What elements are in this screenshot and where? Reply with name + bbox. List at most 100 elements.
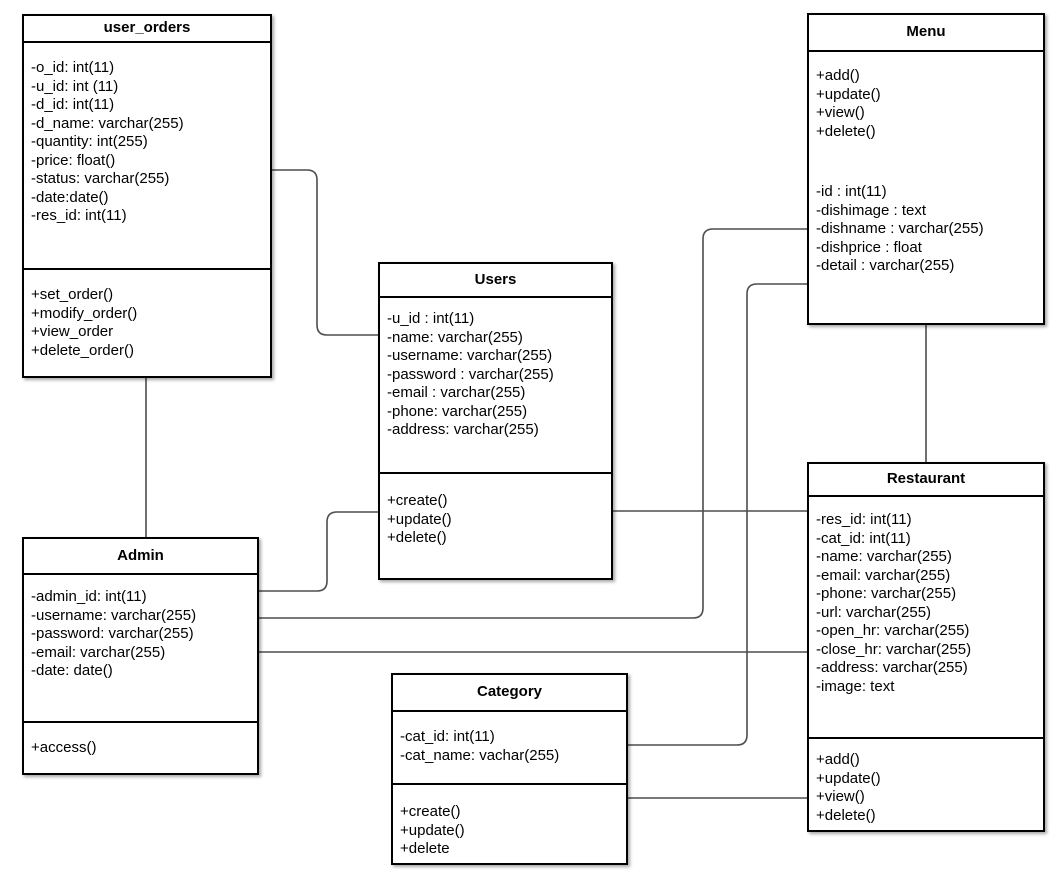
class-box-user-orders: user_orders -o_id: int(11)-u_id: int (11…: [22, 14, 272, 378]
attribute-row: -email: varchar(255): [31, 643, 166, 661]
method-row: +view_order: [31, 323, 114, 340]
method-row: +view(): [816, 788, 865, 805]
member-group: -res_id: int(11)-cat_id: int(11)-name: v…: [816, 511, 1039, 696]
attribute-row: -username: varchar(255): [387, 347, 553, 364]
attribute-row: -url: varchar(255): [816, 603, 932, 621]
class-title-menu: Menu: [809, 15, 1043, 52]
method-row: +add(): [816, 67, 860, 84]
attribute-row: -email: varchar(255): [816, 566, 951, 584]
class-body-users: -u_id : int(11)-name: varchar(255)-usern…: [380, 298, 611, 578]
method-row: +delete(): [816, 806, 876, 824]
methods-section: +create()+update()+delete: [393, 783, 626, 863]
attribute-row: -admin_id: int(11): [31, 588, 147, 605]
connector-user-orders-users: [272, 169, 378, 336]
attribute-row: -quantity: int(255): [31, 133, 148, 150]
attribute-row: -name: varchar(255): [816, 548, 952, 565]
member-group: +access(): [31, 739, 253, 758]
class-body-admin: -admin_id: int(11)-username: varchar(255…: [24, 575, 257, 773]
class-box-category: Category -cat_id: int(11)-cat_name: vach…: [391, 673, 628, 865]
attributes-section: -res_id: int(11)-cat_id: int(11)-name: v…: [809, 497, 1043, 737]
attribute-row: -cat_id: int(11): [400, 728, 495, 745]
method-row: +update(): [816, 85, 881, 103]
attribute-row: -detail : varchar(255): [816, 257, 955, 274]
methods-section: +access(): [24, 721, 257, 773]
member-group: +create()+update()+delete: [400, 803, 622, 859]
class-body-user-orders: -o_id: int(11)-u_id: int (11)-d_id: int(…: [24, 43, 270, 376]
class-body-category: -cat_id: int(11)-cat_name: vachar(255) +c…: [393, 712, 626, 863]
member-group: -cat_id: int(11)-cat_name: vachar(255): [400, 728, 622, 765]
connector-admin-users: [259, 511, 378, 592]
method-row: +set_order(): [31, 286, 114, 303]
class-box-menu: Menu +add()+update()+view()+delete() -id …: [807, 13, 1045, 325]
method-row: +access(): [31, 739, 97, 756]
attribute-row: -name: varchar(255): [387, 328, 523, 346]
members-section: +add()+update()+view()+delete() -id : int…: [809, 52, 1043, 276]
attribute-row: -image: text: [816, 677, 895, 695]
attribute-row: -username: varchar(255): [31, 606, 197, 624]
method-row: +delete: [400, 840, 450, 857]
attributes-section: -cat_id: int(11)-cat_name: vachar(255): [393, 712, 626, 783]
method-row: +update(): [387, 510, 452, 528]
class-box-restaurant: Restaurant -res_id: int(11)-cat_id: int(…: [807, 462, 1045, 832]
member-group: +add()+update()+view()+delete(): [816, 751, 1039, 825]
member-group: -u_id : int(11)-name: varchar(255)-usern…: [387, 310, 607, 440]
method-row: +create(): [400, 803, 461, 820]
attribute-row: -res_id: int(11): [816, 511, 912, 528]
method-row: +delete(): [387, 529, 447, 546]
method-row: +view(): [816, 104, 865, 121]
attribute-row: -phone: varchar(255): [387, 402, 528, 420]
method-row: +delete(): [816, 122, 876, 140]
attribute-row: -password : varchar(255): [387, 365, 554, 383]
member-group: +add()+update()+view()+delete(): [816, 67, 1039, 141]
attribute-row: -password: varchar(255): [31, 625, 194, 642]
class-box-admin: Admin -admin_id: int(11)-username: varch…: [22, 537, 259, 775]
methods-section: +set_order()+modify_order()+view_order+d…: [24, 268, 270, 376]
attribute-row: -phone: varchar(255): [816, 585, 957, 602]
attribute-row: -dishprice : float: [816, 238, 922, 256]
attribute-row: -u_id : int(11): [387, 310, 475, 327]
member-group: +create()+update()+delete(): [387, 492, 607, 548]
member-group: -id : int(11)-dishimage : text-dishname …: [816, 183, 1039, 276]
attribute-row: -date: date(): [31, 662, 113, 679]
attribute-row: -cat_name: vachar(255): [400, 746, 560, 764]
attribute-row: -o_id: int(11): [31, 59, 115, 76]
attribute-row: -cat_id: int(11): [816, 529, 911, 547]
class-box-users: Users -u_id : int(11)-name: varchar(255)…: [378, 262, 613, 580]
attribute-row: -res_id: int(11): [31, 207, 127, 224]
method-row: +delete_order(): [31, 341, 134, 359]
methods-section: +add()+update()+view()+delete(): [809, 737, 1043, 830]
method-row: +update(): [816, 769, 881, 787]
class-body-restaurant: -res_id: int(11)-cat_id: int(11)-name: v…: [809, 497, 1043, 830]
attribute-row: -dishname : varchar(255): [816, 220, 984, 237]
attribute-row: -dishimage : text: [816, 201, 927, 219]
connector-admin-menu: [259, 228, 807, 619]
attribute-row: -date:date(): [31, 188, 109, 206]
attribute-row: -status: varchar(255): [31, 170, 170, 187]
attributes-section: -o_id: int(11)-u_id: int (11)-d_id: int(…: [24, 43, 270, 268]
attribute-row: -price: float(): [31, 151, 116, 169]
attributes-section: -admin_id: int(11)-username: varchar(255…: [24, 575, 257, 721]
method-row: +create(): [387, 492, 448, 509]
attribute-row: -d_name: varchar(255): [31, 114, 184, 132]
attribute-row: -d_id: int(11): [31, 96, 115, 113]
attribute-row: -address: varchar(255): [387, 421, 539, 438]
connector-category-menu: [628, 283, 807, 746]
attribute-row: -u_id: int (11): [31, 77, 119, 95]
member-group: -o_id: int(11)-u_id: int (11)-d_id: int(…: [31, 59, 266, 226]
attribute-row: -email : varchar(255): [387, 384, 526, 401]
method-row: +modify_order(): [31, 304, 138, 322]
member-group: +set_order()+modify_order()+view_order+d…: [31, 286, 266, 360]
class-title-user-orders: user_orders: [24, 16, 270, 43]
attributes-section: -u_id : int(11)-name: varchar(255)-usern…: [380, 298, 611, 472]
class-title-admin: Admin: [24, 539, 257, 575]
methods-section: +create()+update()+delete(): [380, 472, 611, 578]
attribute-row: -address: varchar(255): [816, 659, 968, 676]
method-row: +add(): [816, 751, 860, 768]
attribute-row: -open_hr: varchar(255): [816, 622, 970, 639]
class-title-restaurant: Restaurant: [809, 464, 1043, 497]
class-body-menu: +add()+update()+view()+delete() -id : int…: [809, 52, 1043, 323]
attribute-row: -id : int(11): [816, 183, 887, 200]
class-title-category: Category: [393, 675, 626, 712]
